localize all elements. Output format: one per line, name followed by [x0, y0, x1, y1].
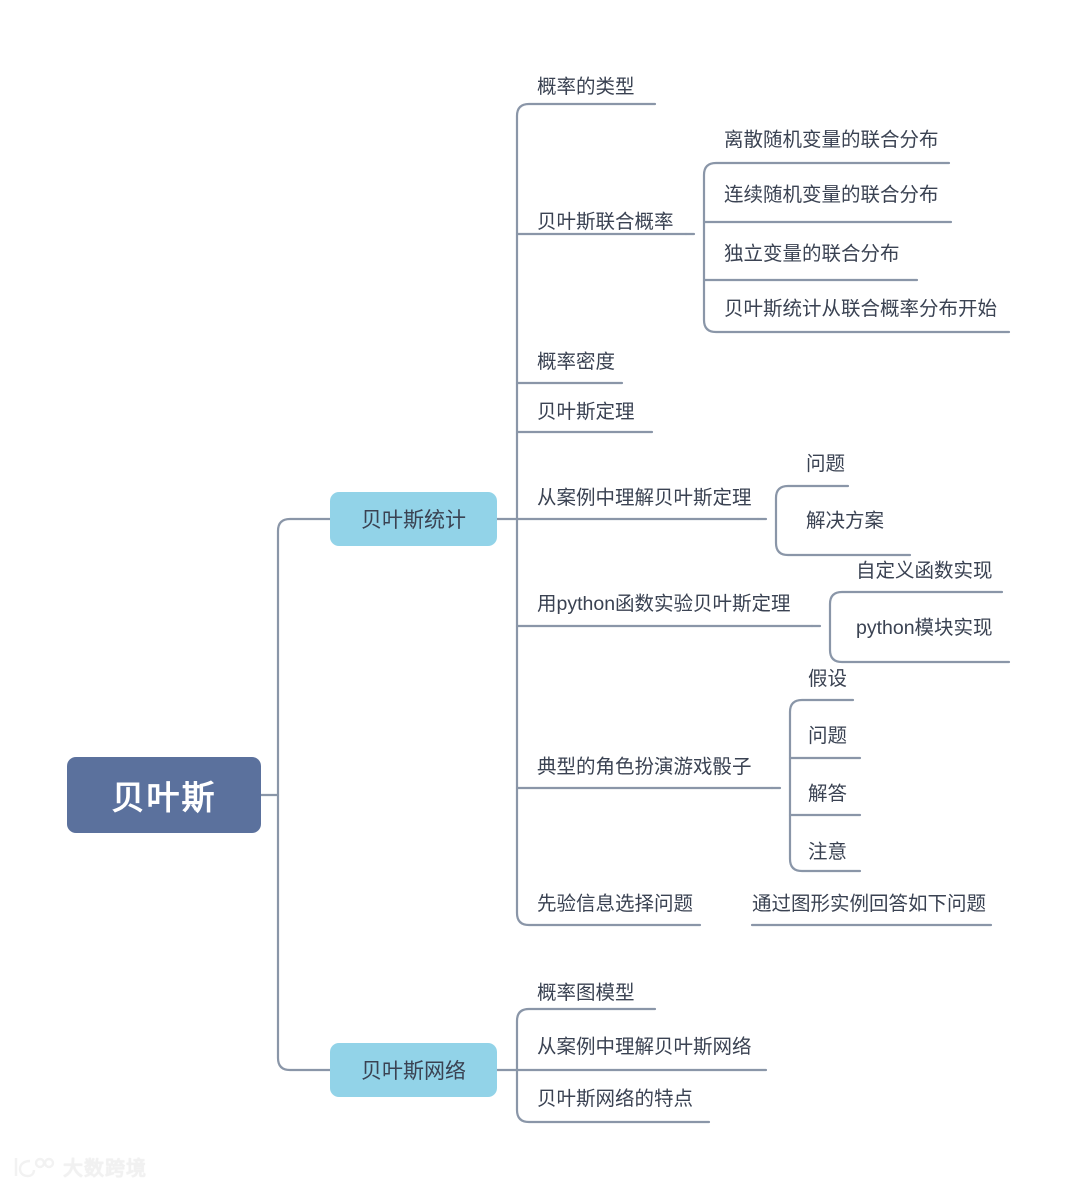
- leaf-probability-types[interactable]: 概率的类型: [537, 76, 635, 98]
- branch-node-label: 贝叶斯统计: [361, 509, 466, 532]
- watermark: 大数跨境: [10, 1152, 147, 1181]
- leaf-roleplay-game-dice[interactable]: 典型的角色扮演游戏骰子: [537, 756, 752, 778]
- leaf-dice-answer[interactable]: 解答: [808, 783, 848, 805]
- leaf-discrete-random-variable-joint-distribution[interactable]: 离散随机变量的联合分布: [724, 129, 939, 151]
- leaf-case-problem[interactable]: 问题: [806, 453, 846, 475]
- leaf-understand-theorem-from-case[interactable]: 从案例中理解贝叶斯定理: [537, 487, 752, 509]
- leaf-bayesian-statistics-starts-from-joint-distribution[interactable]: 贝叶斯统计从联合概率分布开始: [724, 298, 998, 320]
- leaf-python-experiment-bayes-theorem[interactable]: 用python函数实验贝叶斯定理: [537, 593, 791, 615]
- leaf-custom-function-implementation[interactable]: 自定义函数实现: [856, 560, 993, 582]
- leaf-understand-bayesian-network-from-case[interactable]: 从案例中理解贝叶斯网络: [537, 1036, 752, 1058]
- leaf-dice-assumption[interactable]: 假设: [808, 668, 848, 690]
- leaf-probability-density[interactable]: 概率密度: [537, 351, 616, 373]
- watermark-label: 大数跨境: [63, 1158, 147, 1180]
- leaf-answer-questions-via-graphic-example[interactable]: 通过图形实例回答如下问题: [752, 893, 987, 915]
- leaf-probabilistic-graphical-model[interactable]: 概率图模型: [537, 982, 635, 1004]
- leaf-bayes-theorem[interactable]: 贝叶斯定理: [537, 401, 635, 423]
- root-node[interactable]: 贝叶斯: [67, 757, 261, 833]
- branch-node-bayesian-network[interactable]: 贝叶斯网络: [330, 1043, 497, 1097]
- branch-node-label: 贝叶斯网络: [361, 1060, 466, 1083]
- leaf-bayes-joint-probability[interactable]: 贝叶斯联合概率: [537, 211, 674, 233]
- line-root-trunk: [276, 517, 334, 1072]
- branch-node-bayesian-statistics[interactable]: 贝叶斯统计: [330, 492, 497, 546]
- leaf-continuous-random-variable-joint-distribution[interactable]: 连续随机变量的联合分布: [724, 184, 939, 206]
- leaf-bayesian-network-features[interactable]: 贝叶斯网络的特点: [537, 1088, 694, 1110]
- leaf-python-module-implementation[interactable]: python模块实现: [856, 617, 993, 639]
- leaf-dice-problem[interactable]: 问题: [808, 725, 848, 747]
- watermark-logo-icon: [10, 1154, 56, 1180]
- leaf-independent-variable-joint-distribution[interactable]: 独立变量的联合分布: [724, 243, 900, 265]
- leaf-prior-information-selection[interactable]: 先验信息选择问题: [537, 893, 694, 915]
- leaf-dice-note[interactable]: 注意: [808, 841, 848, 863]
- root-node-label: 贝叶斯: [111, 779, 217, 816]
- leaf-case-solution[interactable]: 解决方案: [806, 510, 885, 532]
